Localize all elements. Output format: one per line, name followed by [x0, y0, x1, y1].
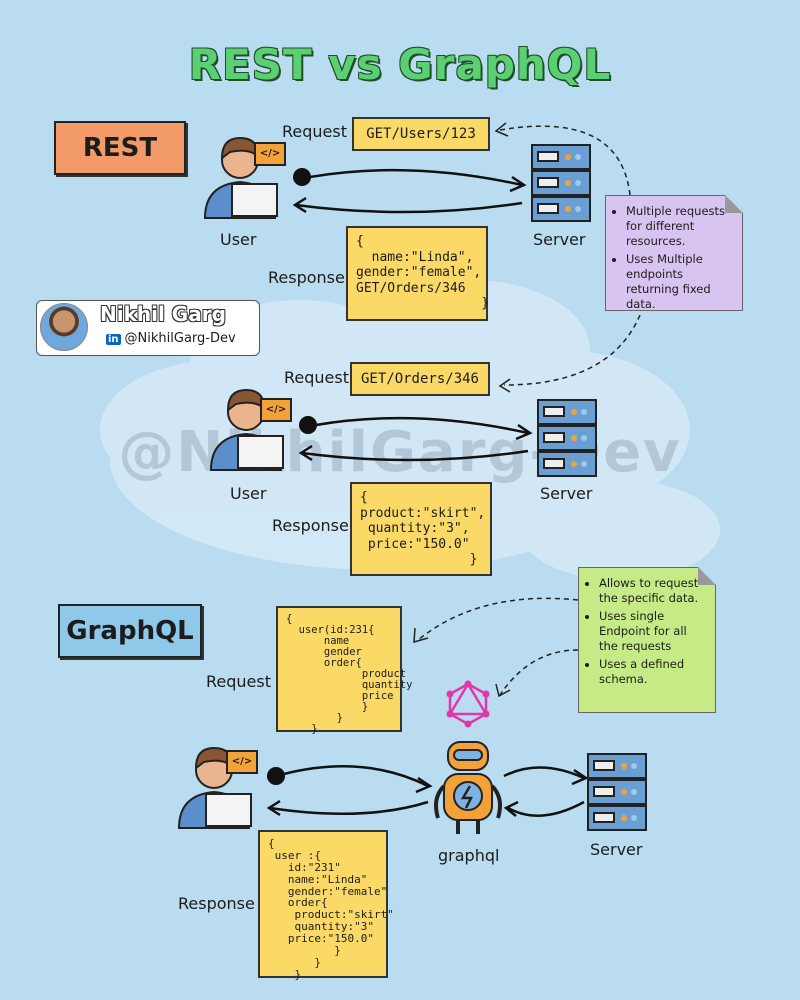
author-name: Nikhil Garg — [100, 302, 226, 326]
graphql-notes: Allows to request the specific data. Use… — [578, 567, 716, 713]
graphql-section-tag: GraphQL — [58, 604, 202, 658]
request-label: Request — [206, 672, 271, 691]
graphql-server-arrows — [503, 766, 589, 817]
note-item: Uses a defined schema. — [599, 657, 707, 687]
code-tag-icon: </> — [254, 142, 286, 166]
server-label: Server — [590, 840, 643, 859]
user-developer-icon — [177, 746, 252, 829]
user-label: User — [230, 484, 267, 503]
graphql-response-body: { user :{ id:"231" name:"Linda" gender:"… — [258, 830, 394, 980]
request-label: Request — [282, 122, 347, 141]
server-label: Server — [540, 484, 593, 503]
server-rack-icon — [587, 753, 647, 831]
linkedin-icon: in — [106, 334, 121, 345]
dashed-connector — [413, 597, 579, 698]
page-title: REST vs GraphQL — [188, 40, 612, 89]
response-label: Response — [272, 516, 349, 535]
graphql-logo-icon — [446, 680, 490, 728]
avatar — [40, 303, 88, 351]
author-handle: @NikhilGarg-Dev — [124, 331, 236, 346]
request-response-arrows — [298, 416, 533, 462]
user-developer-icon — [203, 136, 278, 219]
author-handle-row[interactable]: in@NikhilGarg-Dev — [106, 331, 236, 346]
code-tag-icon: </> — [260, 398, 292, 422]
request-response-arrows — [292, 168, 527, 214]
graphql-label: graphql — [438, 846, 500, 865]
user-label: User — [220, 230, 257, 249]
server-label: Server — [533, 230, 586, 249]
server-rack-icon — [537, 399, 597, 477]
rest-section-tag: REST — [54, 121, 186, 175]
code-tag-icon: </> — [226, 750, 258, 774]
request-endpoint: GET/Orders/346 — [350, 362, 490, 396]
note-item: Multiple requests for different resource… — [626, 204, 734, 249]
user-developer-icon — [209, 388, 284, 471]
robot-icon — [434, 741, 502, 834]
note-item: Uses single Endpoint for all the request… — [599, 609, 707, 654]
request-label: Request — [284, 368, 349, 387]
response-body: { name:"Linda", gender:"female", GET/Ord… — [346, 226, 489, 321]
request-endpoint: GET/Users/123 — [352, 117, 490, 151]
note-item: Uses Multiple endpoints returning fixed … — [626, 252, 734, 312]
request-response-arrows — [266, 765, 433, 817]
rest-notes: Multiple requests for different resource… — [605, 195, 743, 311]
server-rack-icon — [531, 144, 591, 222]
response-label: Response — [268, 268, 345, 287]
note-item: Allows to request the specific data. — [599, 576, 707, 606]
dashed-connector — [494, 122, 641, 393]
graphql-request-body: { user(id:231{ name gender order{ produc… — [276, 606, 412, 735]
response-body: { product:"skirt", quantity:"3", price:"… — [350, 482, 492, 576]
response-label: Response — [178, 894, 255, 913]
